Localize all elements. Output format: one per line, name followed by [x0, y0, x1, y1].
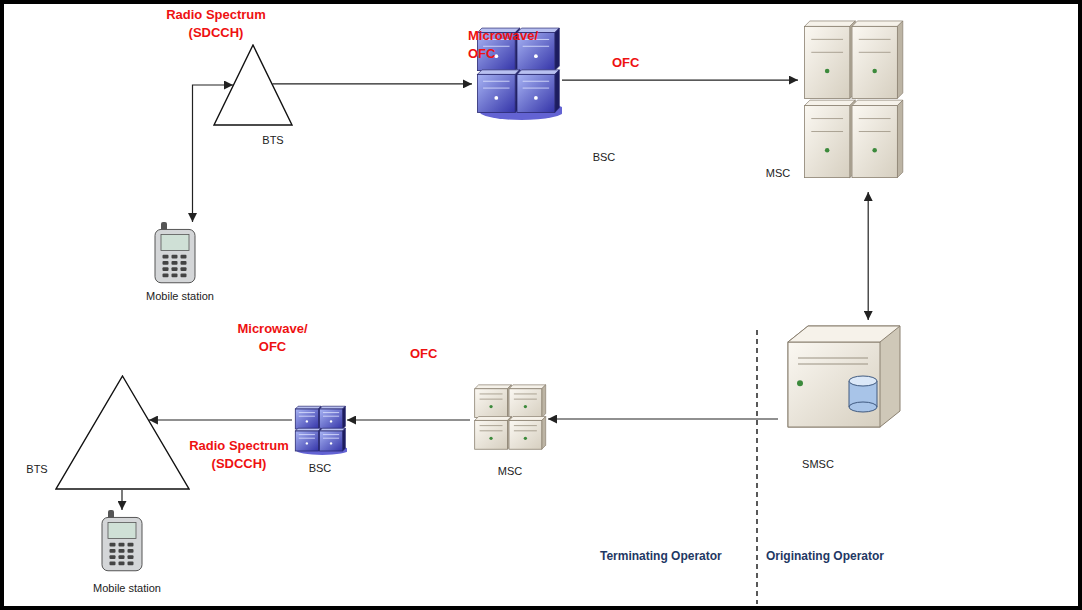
node-label: BTS [262, 134, 283, 146]
phone-icon [102, 510, 142, 571]
mobile-station: Mobile station [150, 222, 200, 284]
operator-label: Terminating Operator [600, 548, 750, 565]
link-connector [548, 418, 778, 419]
msc-server: MSC [470, 383, 548, 455]
link-connector [149, 419, 292, 420]
node-outline [470, 383, 548, 455]
link-medium-label: Radio Spectrum (SDCCH) [160, 6, 272, 42]
node-outline [97, 510, 147, 572]
smsc-icon [788, 326, 900, 427]
operator-label: Originating Operator [766, 548, 916, 565]
node-label: Mobile station [146, 290, 214, 302]
link-medium-label: Microwave/ OFC [468, 27, 553, 63]
node-label: BSC [593, 151, 616, 163]
link-connector [121, 490, 122, 510]
node-outline [292, 405, 347, 455]
node-label: MSC [766, 167, 790, 179]
beige-icon [804, 21, 902, 178]
node-label: BSC [309, 462, 332, 474]
operator-divider [756, 330, 757, 604]
link-connector [868, 192, 869, 320]
beige-icon [475, 385, 546, 449]
link-medium-label: OFC [410, 345, 450, 363]
bts-tower: BTS [213, 44, 293, 126]
smsc-server: SMSC [778, 320, 908, 435]
link-connector [562, 79, 798, 80]
node-outline [55, 375, 190, 490]
link-medium-label: Radio Spectrum (SDCCH) [183, 437, 295, 473]
mobile-station: Mobile station [97, 510, 147, 572]
bts-tower: BTS [55, 375, 190, 490]
node-outline [150, 222, 200, 284]
node-outline [798, 12, 906, 192]
link-connector [272, 83, 472, 84]
phone-icon [155, 222, 195, 283]
node-label: Mobile station [93, 582, 161, 594]
link-medium-label: OFC [612, 54, 652, 72]
node-label: MSC [498, 465, 522, 477]
link-connector [347, 419, 470, 420]
msc-server: MSC [798, 12, 906, 192]
node-label: BTS [26, 463, 47, 475]
node-label: SMSC [802, 458, 834, 470]
tri-icon [214, 45, 292, 125]
node-outline [778, 320, 908, 435]
tri-icon [56, 376, 189, 489]
blue-icon [295, 406, 347, 455]
link-medium-label: Microwave/ OFC [230, 320, 315, 356]
bsc-server: BSC [292, 405, 347, 455]
node-outline [213, 44, 293, 126]
